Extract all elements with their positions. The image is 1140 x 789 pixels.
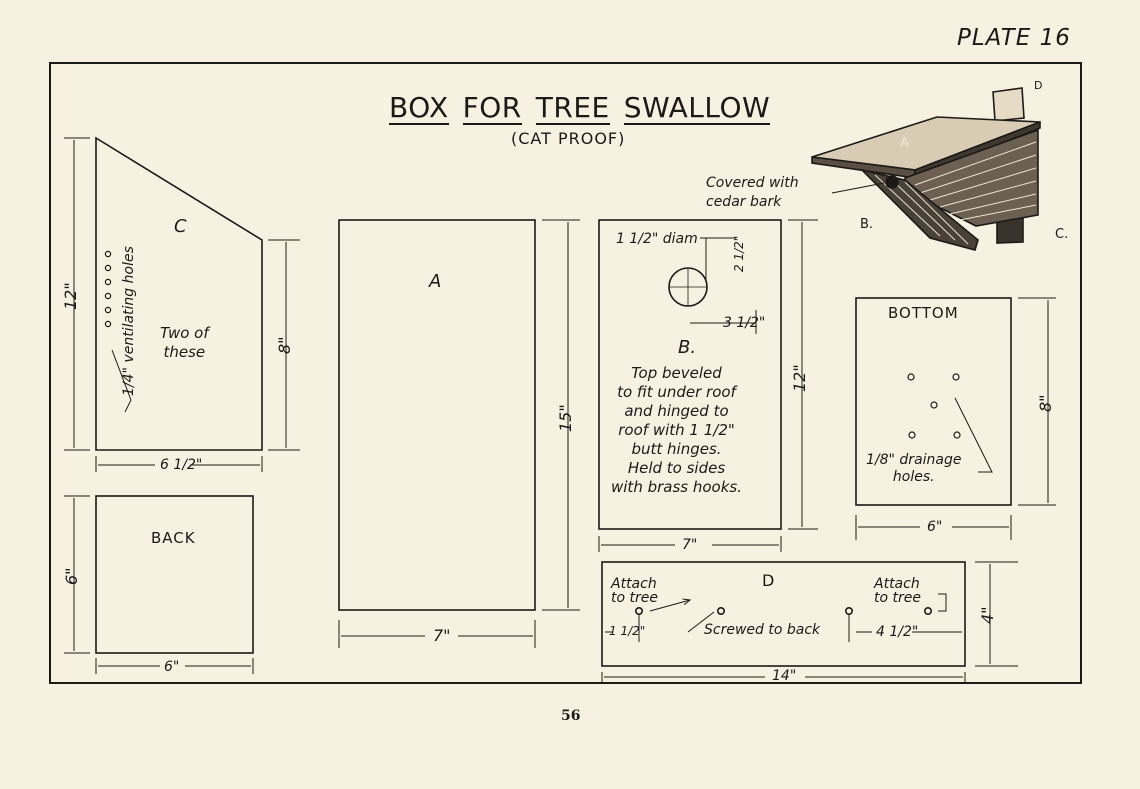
illustration-label-c: C.	[1055, 227, 1069, 242]
dim-bottom-width	[855, 515, 1012, 540]
dim-b-height	[788, 219, 818, 530]
dim-a-width-label: 7"	[433, 626, 451, 645]
plate-label: PLATE 16	[957, 25, 1071, 51]
dim-c-right-label: 8"	[275, 336, 294, 354]
assembled-box-illustration	[811, 87, 1041, 251]
dim-back-height-label: 6"	[62, 567, 81, 585]
title-word: TREE	[535, 91, 610, 125]
piece-a-label: A	[429, 271, 442, 292]
dim-d-height	[975, 561, 1018, 667]
dim-d-width	[601, 672, 966, 682]
piece-back-outline	[95, 495, 254, 654]
drainage-holes-note: 1/8" drainage holes.	[866, 452, 962, 485]
dim-b-width-label: 7"	[682, 537, 698, 553]
hole-from-side-label: 3 1/2"	[723, 315, 766, 331]
piece-b-outline	[598, 219, 782, 530]
plate-frame	[49, 62, 1082, 684]
dim-back-height	[64, 495, 90, 654]
title-word: SWALLOW	[623, 91, 771, 125]
hole-diameter-label: 1 1/2" diam	[616, 231, 698, 247]
piece-back-label: BACK	[151, 529, 196, 547]
dim-c-left-label: 12"	[61, 282, 80, 310]
dim-bottom-height	[1018, 297, 1056, 506]
dim-back-width-label: 6"	[164, 659, 180, 675]
piece-d-label: D	[762, 571, 775, 590]
dim-a-height-label: 15"	[556, 404, 575, 432]
ventilating-holes-note: 1/4" ventilating holes	[121, 246, 137, 396]
dim-d-height-label: 4"	[978, 606, 997, 624]
screwed-to-back-note: Screwed to back	[704, 622, 821, 638]
page-number: 56	[561, 708, 581, 724]
dim-bottom-width-label: 6"	[927, 519, 943, 535]
piece-bottom-label: BOTTOM	[888, 304, 959, 322]
dim-a-height	[542, 219, 580, 611]
illustration-label-a: A	[900, 136, 909, 151]
ventilating-holes	[104, 250, 112, 328]
illustration-label-b: B.	[860, 217, 874, 232]
dim-c-right	[268, 239, 300, 451]
piece-c-outline	[95, 136, 263, 451]
dim-c-width	[95, 456, 263, 472]
dim-c-left	[64, 137, 90, 451]
illustration-label-d: D	[1034, 79, 1043, 92]
title-word: FOR	[462, 91, 522, 125]
hole-from-top-label: 2 1/2"	[732, 235, 746, 272]
piece-bottom-outline	[855, 297, 1012, 506]
piece-d-outline	[601, 561, 966, 667]
dim-a-width	[338, 620, 536, 648]
dim-d-left-offset: 1 1/2"	[609, 624, 646, 638]
dim-d-width-label: 14"	[772, 668, 797, 684]
piece-a-outline	[338, 219, 536, 611]
page-subtitle: (CAT PROOF)	[511, 129, 626, 148]
attach-right-note: Attach to tree	[874, 576, 921, 606]
illustration-caption: Covered with cedar bark	[706, 175, 799, 210]
piece-b-label: B.	[678, 337, 697, 358]
dim-d-right-offset: 4 1/2"	[876, 624, 919, 640]
dim-b-height-label: 12"	[790, 364, 809, 392]
dim-b-width	[598, 536, 782, 552]
attach-left-note: Attach to tree	[611, 576, 658, 606]
dim-bottom-height-label: 8"	[1036, 394, 1055, 412]
piece-b-note: Top beveled to fit under roof and hinged…	[611, 364, 743, 496]
page-title: BOX FOR TREE SWALLOW	[389, 91, 771, 125]
drainage-holes	[907, 373, 961, 439]
dim-back-width	[95, 658, 254, 674]
piece-c-label: C	[174, 216, 187, 237]
title-word: BOX	[389, 91, 449, 125]
piece-c-note: Two of these	[160, 324, 209, 361]
dim-c-width-label: 6 1/2"	[160, 457, 203, 473]
